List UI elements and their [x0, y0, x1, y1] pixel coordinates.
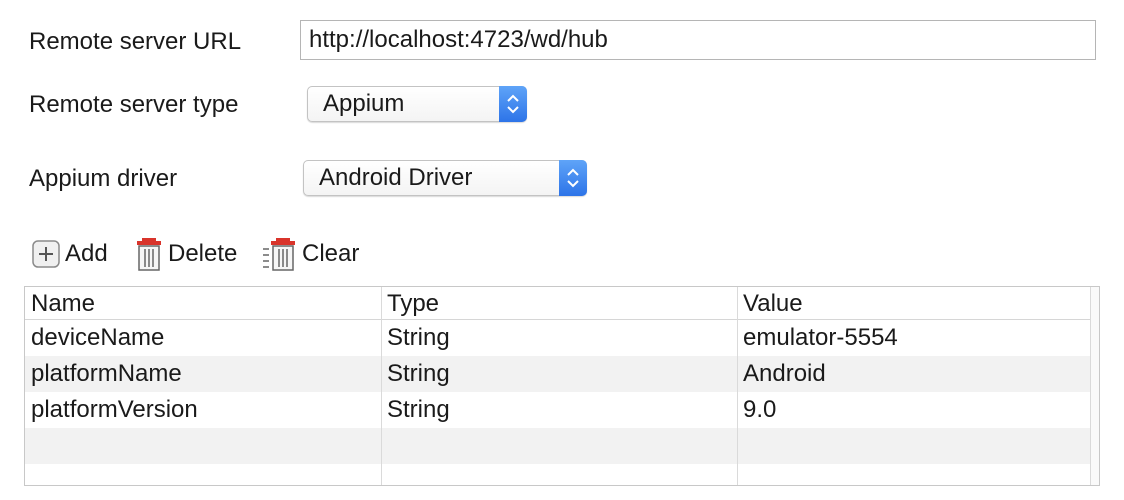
table-row[interactable]: deviceName String emulator-5554	[25, 320, 1091, 356]
cell-type[interactable]: String	[387, 396, 450, 423]
add-button[interactable]: Add	[31, 236, 108, 272]
cell-name[interactable]: platformName	[31, 360, 182, 387]
remote-server-type-value: Appium	[323, 90, 405, 117]
cell-value[interactable]: emulator-5554	[743, 324, 898, 351]
appium-driver-value: Android Driver	[319, 164, 473, 191]
trash-icon	[137, 238, 161, 271]
vertical-scrollbar[interactable]	[1090, 287, 1099, 485]
chevron-updown-icon	[499, 86, 527, 122]
cell-type[interactable]: String	[387, 360, 450, 387]
cell-value[interactable]: 9.0	[743, 396, 777, 423]
column-header-value[interactable]: Value	[743, 290, 803, 317]
table-row[interactable]: platformVersion String 9.0	[25, 392, 1091, 428]
appium-driver-select[interactable]: Android Driver	[303, 160, 587, 196]
clear-button-label: Clear	[302, 240, 360, 267]
remote-server-type-label: Remote server type	[29, 91, 239, 118]
column-divider[interactable]	[381, 287, 382, 485]
table-row[interactable]: platformName String Android	[25, 356, 1091, 392]
remote-server-url-input[interactable]	[300, 20, 1096, 60]
empty-table-row[interactable]	[25, 464, 1091, 500]
delete-button-label: Delete	[168, 240, 238, 267]
table-header: Name Type Value	[25, 287, 1091, 320]
column-header-type[interactable]: Type	[387, 290, 440, 317]
cell-type[interactable]: String	[387, 324, 450, 351]
appium-driver-label: Appium driver	[29, 165, 178, 192]
plus-icon	[32, 240, 60, 268]
remote-server-type-select[interactable]: Appium	[307, 86, 527, 122]
add-button-label: Add	[65, 240, 108, 267]
cell-name[interactable]: platformVersion	[31, 396, 198, 423]
clear-trash-icon	[263, 238, 295, 271]
column-header-name[interactable]: Name	[31, 290, 96, 317]
cell-name[interactable]: deviceName	[31, 324, 165, 351]
clear-button[interactable]: Clear	[262, 236, 359, 272]
column-divider[interactable]	[737, 287, 738, 485]
capabilities-table: Name Type Value deviceName String emulat…	[24, 286, 1100, 486]
delete-button[interactable]: Delete	[134, 236, 237, 272]
chevron-updown-icon	[559, 160, 587, 196]
empty-table-row[interactable]	[25, 428, 1091, 464]
cell-value[interactable]: Android	[743, 360, 826, 387]
remote-server-url-label: Remote server URL	[29, 28, 242, 55]
